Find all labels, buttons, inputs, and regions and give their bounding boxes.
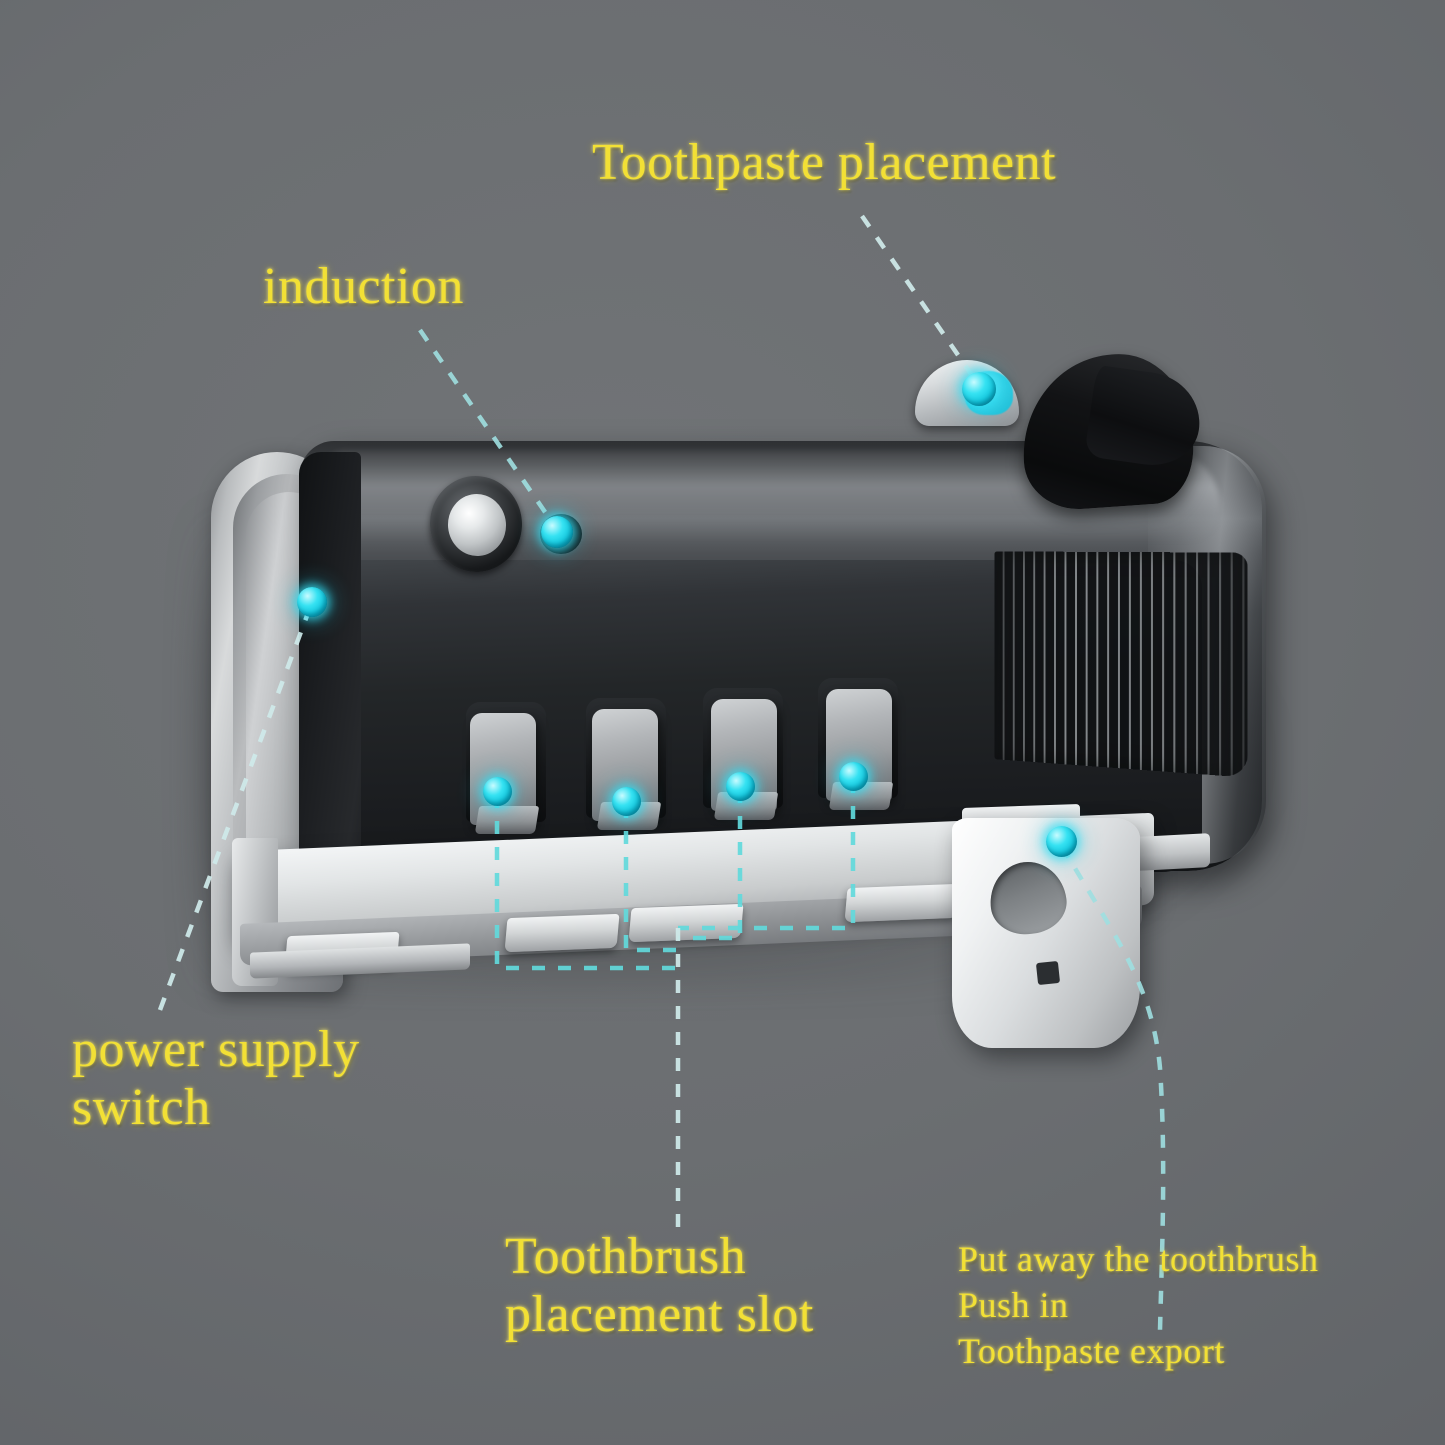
vent-grille-shade bbox=[994, 551, 1248, 778]
power-label-line-2: switch bbox=[72, 1079, 211, 1137]
power-label-line-1: power supply bbox=[72, 1021, 360, 1078]
toothpaste-outlet-nozzle[interactable] bbox=[952, 818, 1140, 1048]
callout-label-induction: induction bbox=[263, 258, 464, 315]
nozzle-vent-slot bbox=[1035, 960, 1061, 986]
hotspot-toothbrush-slot-3[interactable] bbox=[726, 772, 755, 801]
export-label-line-3: Toothpaste export bbox=[958, 1331, 1225, 1372]
hotspot-power-supply-switch[interactable] bbox=[297, 587, 327, 617]
cup-holder-tab[interactable] bbox=[844, 883, 960, 923]
slot-label-line-2: placement slot bbox=[505, 1286, 814, 1344]
toothbrush-slot-1-foot bbox=[474, 806, 540, 834]
export-label-line-2: Push in bbox=[958, 1285, 1069, 1326]
hotspot-toothbrush-slot-4[interactable] bbox=[839, 762, 868, 791]
cup-holder-tab[interactable] bbox=[628, 903, 744, 943]
slot-label-line-1: Toothbrush bbox=[505, 1228, 747, 1285]
cup-holder-tab[interactable] bbox=[504, 913, 620, 953]
callout-label-toothpaste-placement: Toothpaste placement bbox=[592, 134, 1057, 191]
hotspot-toothbrush-slot-2[interactable] bbox=[612, 787, 641, 816]
hotspot-toothpaste-placement[interactable] bbox=[962, 372, 996, 406]
hotspot-induction[interactable] bbox=[541, 516, 573, 548]
hotspot-toothbrush-slot-1[interactable] bbox=[483, 777, 512, 806]
export-label-line-1: Put away the toothbrush bbox=[958, 1239, 1319, 1279]
hotspot-toothpaste-export[interactable] bbox=[1046, 826, 1077, 857]
